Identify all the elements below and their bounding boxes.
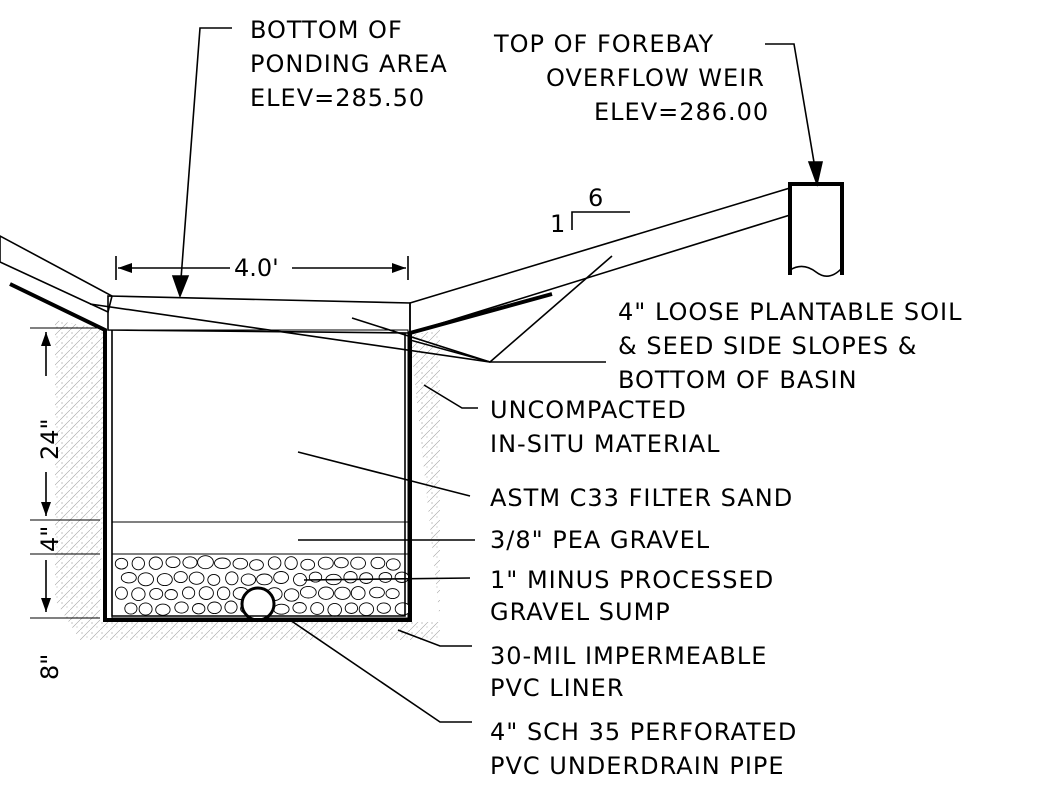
gravel-stone [385, 558, 401, 571]
gravel-stone [148, 556, 163, 570]
insitu-label-line2: IN-SITU MATERIAL [490, 430, 721, 458]
gravel-stone [131, 587, 146, 602]
gravel-stone [137, 572, 154, 587]
sump-label-line2: GRAVEL SUMP [490, 598, 671, 626]
sump-label-line1: 1" MINUS PROCESSED [490, 566, 774, 594]
gravel-stone [214, 557, 231, 570]
gravel-stone [378, 571, 393, 583]
slope-run-label: 6 [588, 184, 603, 212]
callout-labels: BOTTOM OF PONDING AREA ELEV=285.50 TOP O… [250, 16, 962, 780]
pvc-liner [9, 282, 553, 622]
slope-indicator: 1 6 [550, 184, 630, 238]
soil-label-line2: & SEED SIDE SLOPES & [618, 332, 917, 360]
gravel-stone [249, 559, 264, 571]
pipe-label-line2: PVC UNDERDRAIN PIPE [490, 752, 785, 780]
gravel-stone [299, 585, 317, 599]
ponding-label-line1: BOTTOM OF [250, 16, 403, 44]
gravel-stone [310, 602, 325, 615]
gravel-stone [197, 555, 214, 570]
gravel-stone [369, 586, 385, 599]
gravel-stone [138, 602, 153, 616]
weir-label-line3: ELEV=286.00 [594, 98, 769, 126]
gravel-stone [358, 602, 375, 617]
width-dimension: 4.0' [115, 254, 409, 282]
gravel-stone [164, 589, 178, 601]
depth-dimensions: 24" 4" 8" [30, 327, 100, 680]
soil-label-line3: BOTTOM OF BASIN [618, 366, 858, 394]
gravel-stone [292, 602, 307, 614]
gravel-stone [165, 556, 181, 569]
slope-rise-label: 1 [550, 210, 565, 238]
gravel-stone [370, 556, 386, 570]
gravel-stone [343, 571, 358, 584]
gravel-stone [256, 573, 273, 586]
weir-label-line1: TOP OF FOREBAY [493, 30, 714, 58]
gravel-stone [174, 601, 189, 614]
gravel-stone [376, 602, 391, 614]
gravel-stone [188, 571, 205, 585]
gravel-stone [224, 600, 238, 614]
gravel-stone [120, 572, 137, 584]
depth-24-label: 24" [36, 418, 64, 460]
gravel-stone [225, 571, 239, 586]
ponding-label-line3: ELEV=285.50 [250, 84, 425, 112]
gravel-stone [327, 602, 342, 617]
gravel-stone [334, 557, 349, 569]
soil-label-line1: 4" LOOSE PLANTABLE SOIL [618, 298, 962, 326]
gravel-stone [240, 573, 257, 586]
gravel-stone [318, 586, 334, 600]
liner-label-line2: PVC LINER [490, 674, 625, 702]
gravel-stone [182, 556, 198, 569]
gravel-stone [359, 572, 374, 584]
gravel-stone [207, 601, 222, 615]
gravel-stone [317, 556, 334, 570]
liner-label-line1: 30-MIL IMPERMEABLE [490, 642, 767, 670]
gravel-stone [273, 571, 289, 584]
leader-lines [89, 27, 824, 723]
gravel-stone [207, 573, 221, 586]
weir-label-line2: OVERFLOW WEIR [546, 64, 765, 92]
gravel-stone [156, 573, 173, 587]
gravel-stone [182, 586, 196, 600]
gravel-stone [232, 557, 249, 570]
gravel-stone [334, 586, 351, 600]
left-slope-soil-layer [0, 235, 113, 314]
gravel-stone [198, 586, 214, 600]
pea-gravel-label: 3/8" PEA GRAVEL [490, 526, 710, 554]
gravel-stone [267, 556, 282, 570]
gravel-stone [344, 602, 359, 614]
gravel-stone [149, 587, 164, 600]
insitu-material-region [55, 320, 440, 640]
gravel-stone [385, 588, 400, 600]
filter-sand-layer [111, 329, 409, 523]
gravel-stone [283, 588, 300, 602]
gravel-stone [216, 586, 231, 601]
gravel-stone [273, 603, 290, 615]
pipe-label-line1: 4" SCH 35 PERFORATED [490, 718, 797, 746]
depth-4-label: 4" [36, 526, 64, 552]
sand-label: ASTM C33 FILTER SAND [490, 484, 793, 512]
gravel-stone [394, 571, 410, 583]
gravel-stone [284, 556, 298, 570]
ponding-label-line2: PONDING AREA [250, 50, 448, 78]
bottom-soil-layer [107, 295, 411, 334]
gravel-stone [124, 602, 138, 615]
forebay-overflow-weir [788, 182, 844, 277]
gravel-stone [350, 556, 366, 570]
gravel-stone [300, 558, 316, 571]
gravel-stone [173, 571, 188, 584]
gravel-stone [155, 603, 171, 616]
gravel-stone [131, 556, 145, 571]
gravel-stone [114, 557, 129, 570]
gravel-stone [192, 603, 206, 615]
width-dimension-label: 4.0' [234, 254, 279, 282]
gravel-stone [114, 586, 128, 600]
pea-gravel-layer [111, 521, 409, 555]
insitu-label-line1: UNCOMPACTED [490, 396, 687, 424]
depth-8-label: 8" [36, 654, 64, 680]
gravel-stone [350, 586, 366, 601]
